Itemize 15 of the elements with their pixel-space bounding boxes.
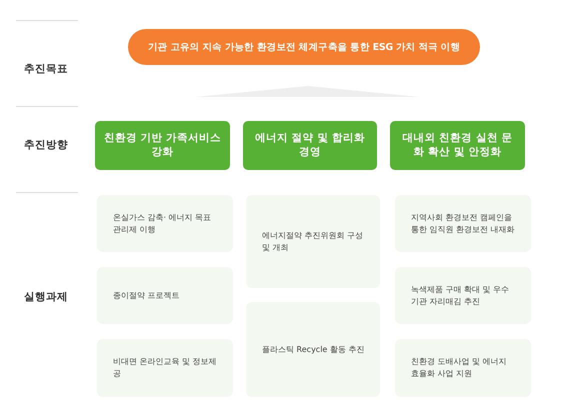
task-card: 지역사회 환경보전 캠페인을 통한 임직원 환경보전 내재화 bbox=[395, 195, 531, 252]
task-card: 에너지절약 추진위원회 구성 및 개최 bbox=[246, 195, 380, 288]
task-card: 온실가스 감축· 에너지 목표관리제 이행 bbox=[97, 195, 233, 252]
task-card: 친환경 도배사업 및 에너지 효율화 사업 지원 bbox=[395, 339, 531, 397]
task-card: 녹색제품 구매 확대 및 우수기관 자리매김 추진 bbox=[395, 267, 531, 324]
task-card: 비대면 온라인교육 및 정보제공 bbox=[97, 339, 233, 397]
direction-box: 친환경 기반 가족서비스 강화 bbox=[95, 121, 230, 170]
direction-box: 에너지 절약 및 합리화 경영 bbox=[243, 121, 377, 170]
row-label: 추진목표 bbox=[23, 62, 69, 76]
direction-box: 대내외 친환경 실천 문화 확산 및 안정화 bbox=[390, 121, 525, 170]
task-card: 종이절약 프로젝트 bbox=[97, 267, 233, 324]
task-card: 플라스틱 Recycle 활동 추진 bbox=[246, 302, 380, 397]
goal-banner: 기관 고유의 지속 가능한 환경보전 체계구축을 통한 ESG 가치 적극 이행 bbox=[128, 29, 480, 65]
row-label: 실행과제 bbox=[23, 290, 69, 304]
row-label: 추진방향 bbox=[23, 138, 69, 152]
